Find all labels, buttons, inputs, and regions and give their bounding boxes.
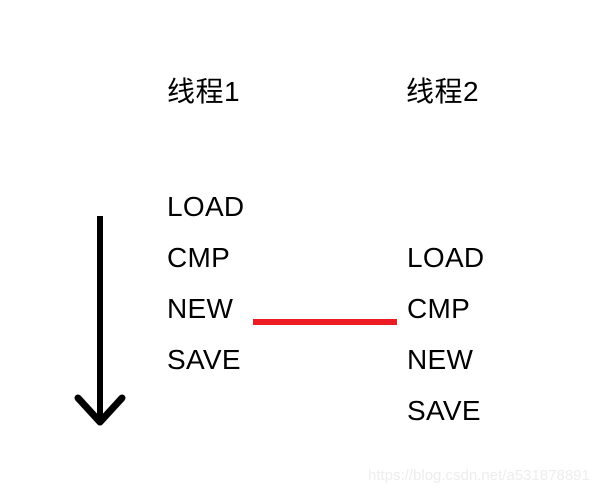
instruction-item: SAVE <box>407 395 481 426</box>
down-arrow-icon <box>74 216 126 426</box>
watermark-text: https://blog.csdn.net/a531878891 <box>368 467 590 484</box>
instruction-item: LOAD <box>167 191 245 222</box>
instruction-item: NEW <box>407 344 474 375</box>
instruction-column-thread2: LOAD CMP NEW SAVE <box>407 232 484 436</box>
instruction-item: CMP <box>407 293 471 324</box>
column-header-thread1: 线程1 <box>167 76 241 107</box>
column-header-thread2: 线程2 <box>406 76 480 107</box>
instruction-item: LOAD <box>407 242 485 273</box>
instruction-item: NEW <box>167 293 234 324</box>
instruction-item: CMP <box>167 242 231 273</box>
instruction-column-thread1: LOAD CMP NEW SAVE <box>167 181 244 385</box>
instruction-item: SAVE <box>167 344 241 375</box>
race-condition-line <box>253 319 397 325</box>
